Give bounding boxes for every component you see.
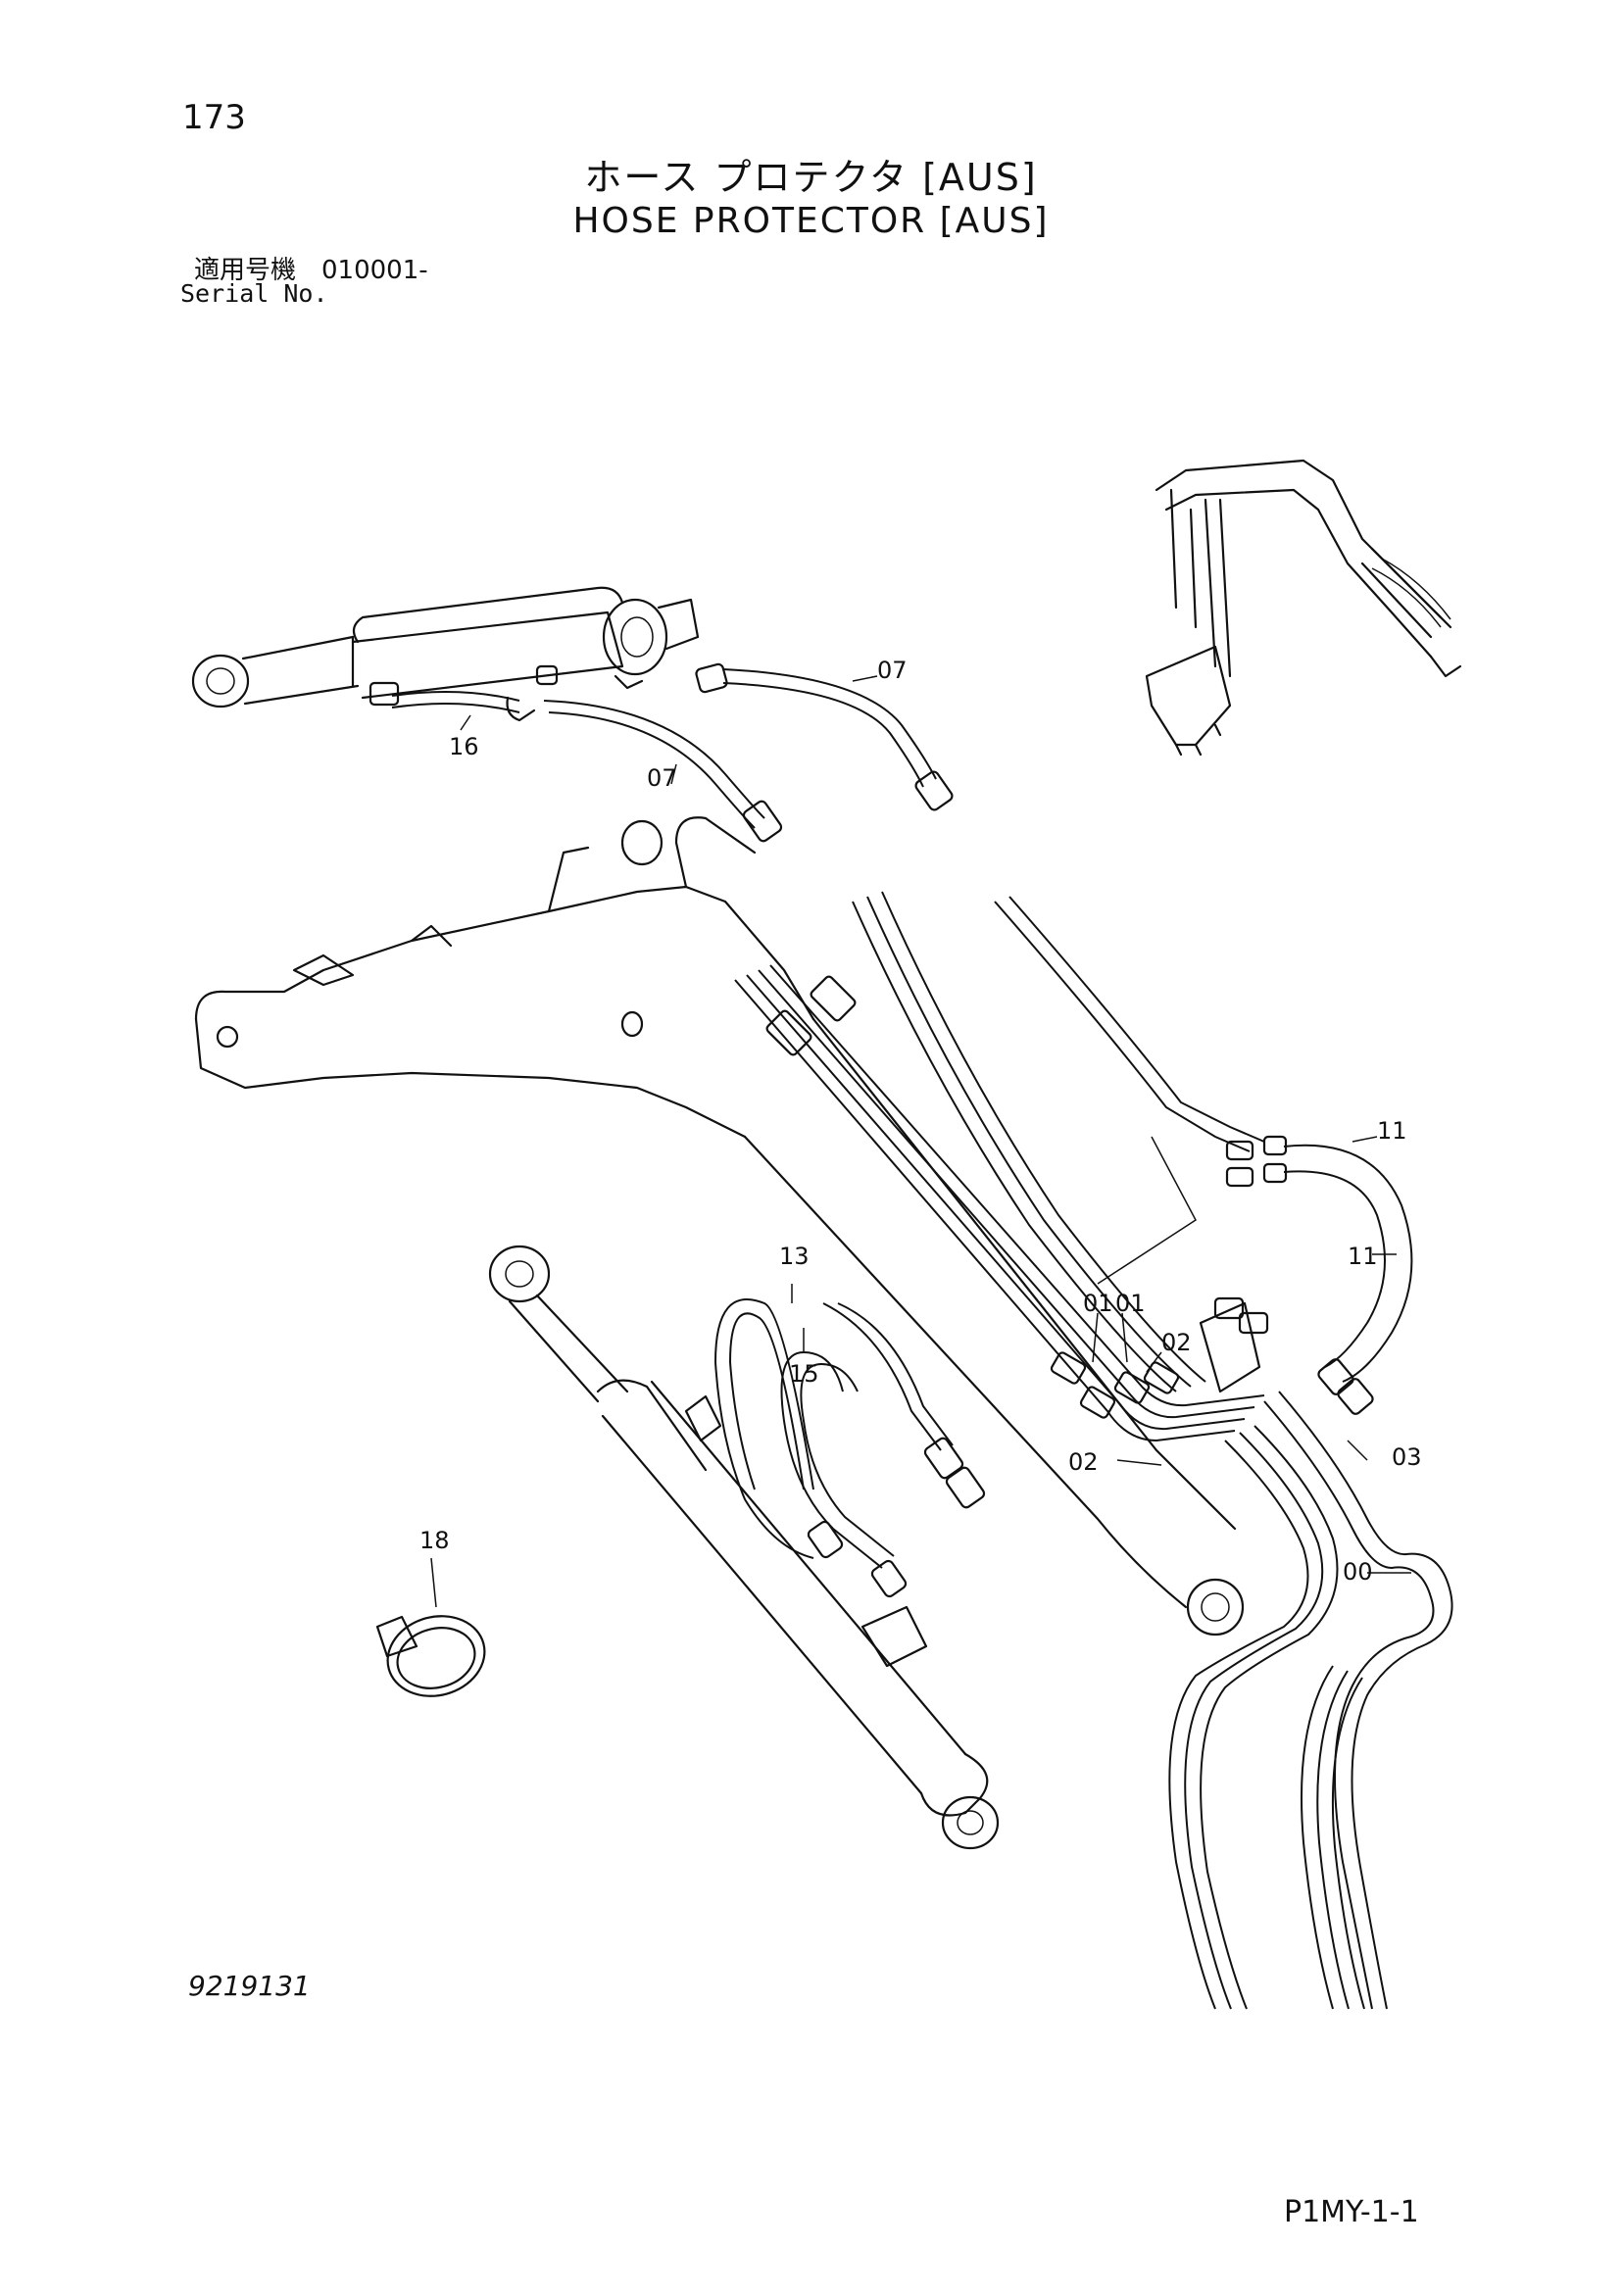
callout-13: 13 <box>779 1243 810 1270</box>
callout-18: 18 <box>419 1527 450 1554</box>
page-title-japanese: ホース プロテクタ [AUS] <box>584 156 1038 199</box>
callout-16: 16 <box>449 733 479 760</box>
page-number: 173 <box>182 98 246 137</box>
callout-02-lower: 02 <box>1068 1448 1099 1476</box>
serial-label-english: Serial No. <box>180 279 328 308</box>
excavator-overview-sketch <box>1145 459 1462 757</box>
callout-01-right: 01 <box>1115 1290 1146 1317</box>
leader-lines <box>430 675 1411 1608</box>
callout-labels: 07 16 07 11 11 13 15 01 01 02 02 03 00 1… <box>419 657 1422 1586</box>
arm-cylinder-assembly <box>191 586 954 843</box>
callout-03: 03 <box>1392 1443 1422 1471</box>
callout-11-upper: 11 <box>1377 1117 1407 1145</box>
page-title-english: HOSE PROTECTOR [AUS] <box>572 201 1050 241</box>
callout-07-upper: 07 <box>877 657 908 684</box>
figure-number: 9219131 <box>188 1970 311 2002</box>
boom-cylinder-assembly <box>488 1245 1000 1850</box>
document-id: P1MY-1-1 <box>1284 2195 1419 2229</box>
callout-01-left: 01 <box>1083 1290 1113 1317</box>
callout-02-upper: 02 <box>1161 1329 1192 1356</box>
band-clamp-part <box>375 1615 486 1697</box>
serial-row-japanese: 適用号機 010001- <box>194 250 428 286</box>
callout-15: 15 <box>789 1360 819 1388</box>
callout-07-lower: 07 <box>647 764 677 792</box>
callout-00: 00 <box>1343 1558 1373 1586</box>
callout-11-lower: 11 <box>1348 1243 1378 1270</box>
serial-label-japanese: 適用号機 <box>194 256 297 285</box>
boom-assembly <box>194 816 1453 2010</box>
serial-value: 010001- <box>321 256 428 285</box>
